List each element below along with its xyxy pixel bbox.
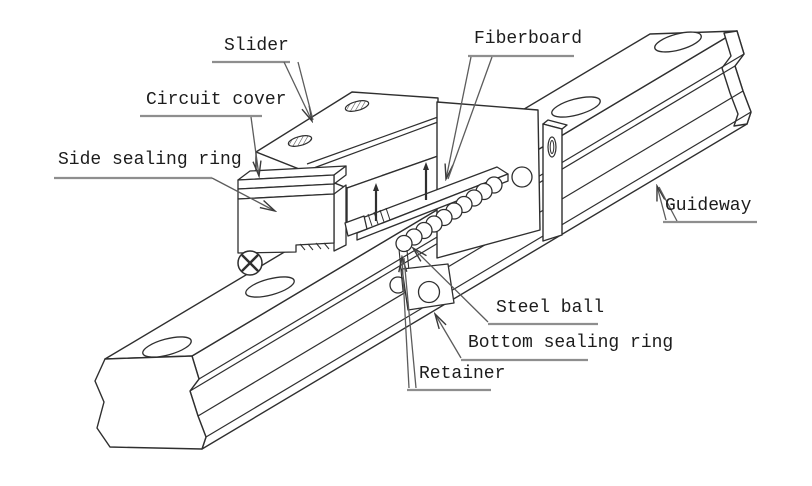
leader-lines xyxy=(211,56,678,389)
rail-left-end-face xyxy=(94,355,207,450)
label-slider: Slider xyxy=(224,36,289,56)
pin-tip-icon xyxy=(423,162,429,170)
rail-mounting-holes xyxy=(142,31,702,358)
bottom-sealing-ring-leader xyxy=(435,314,462,359)
label-guideway: Guideway xyxy=(665,196,752,216)
slider-threaded-holes xyxy=(287,100,370,147)
steel-ball-row xyxy=(395,176,503,253)
retainer-pins xyxy=(373,162,429,221)
end-strip-plate xyxy=(542,123,563,242)
side-sealing-ring-leader xyxy=(211,177,275,211)
fiberboard-hole xyxy=(511,166,533,188)
label-underlines xyxy=(54,54,757,392)
screw-icon xyxy=(237,250,263,276)
circuit-cover-leader xyxy=(250,116,259,176)
seal-notch-hatch xyxy=(299,242,330,251)
label-fiberboard: Fiberboard xyxy=(474,29,583,49)
pin-tip-icon xyxy=(373,183,379,191)
guideway-leader xyxy=(657,186,667,221)
retainer-hole xyxy=(417,280,441,304)
slider-leader xyxy=(283,61,312,121)
label-circuit-cover: Circuit cover xyxy=(146,90,287,110)
label-steel-ball: Steel ball xyxy=(496,298,605,318)
label-side-sealing-ring: Side sealing ring xyxy=(58,150,242,170)
label-retainer: Retainer xyxy=(419,364,506,384)
bottom-seal-tab xyxy=(344,215,368,237)
circuit-cover-part xyxy=(237,165,347,190)
retainer-leader xyxy=(402,257,410,389)
fiberboard-leader xyxy=(446,56,472,179)
label-bottom-sealing-ring: Bottom sealing ring xyxy=(468,333,674,353)
slider-top-strip xyxy=(306,116,439,170)
steel-ball-leader xyxy=(413,248,489,323)
